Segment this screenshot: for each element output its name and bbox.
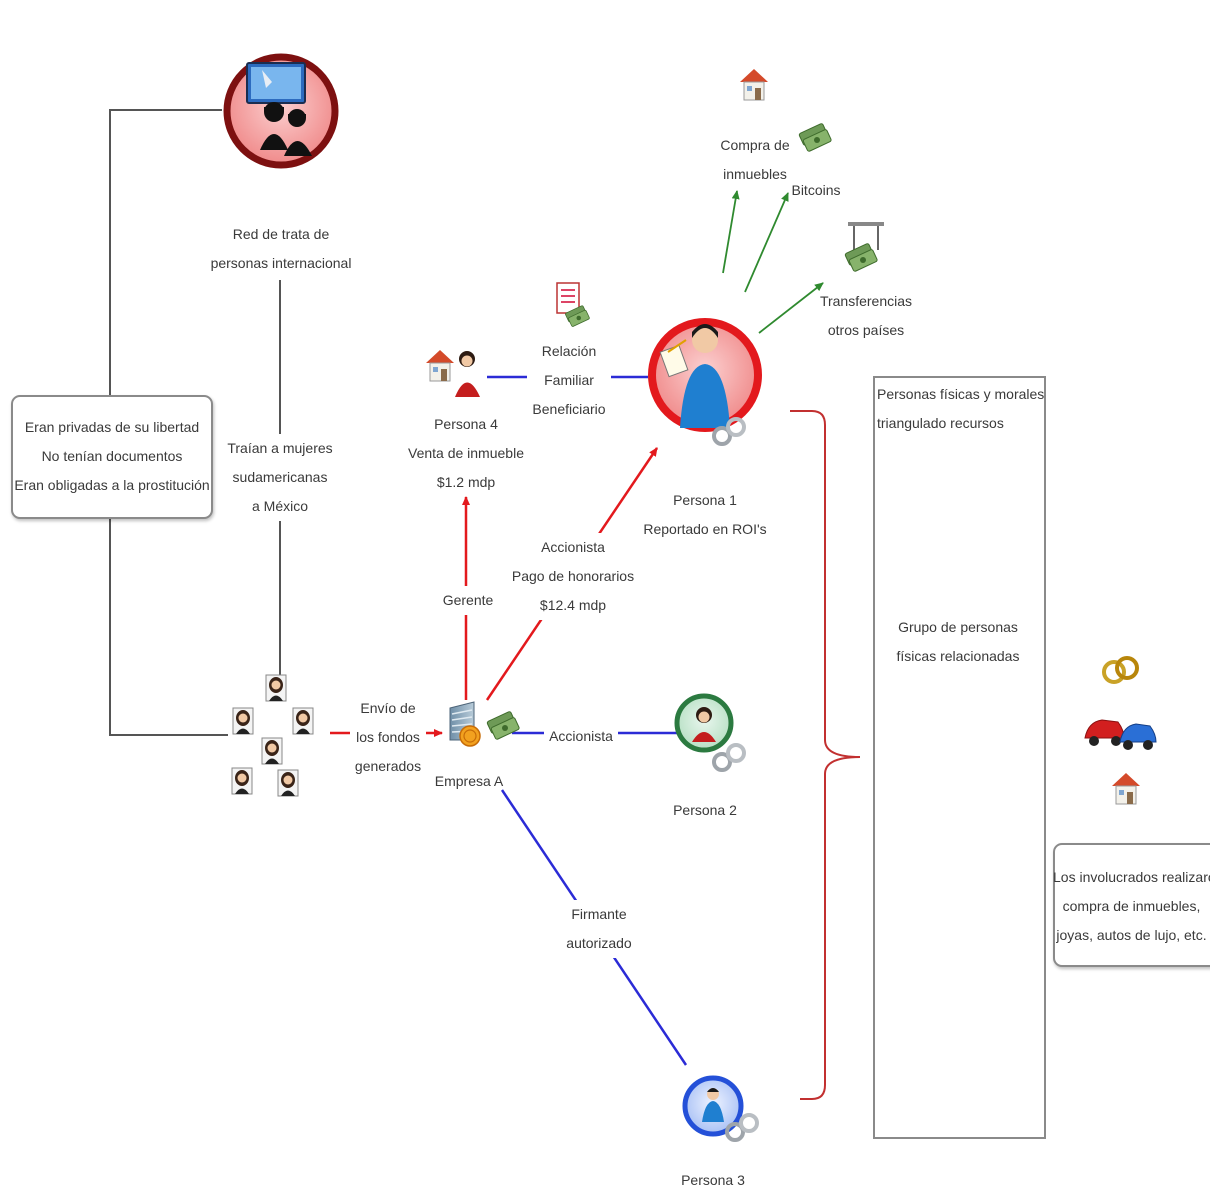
persona3-label: Persona 3	[681, 1172, 745, 1188]
group-box	[873, 376, 1046, 1139]
money-stack-icon-bitcoins	[798, 122, 833, 153]
red-brace	[790, 410, 861, 1100]
women-group-icon	[231, 674, 314, 797]
woman-handcuffs-icon	[692, 707, 746, 772]
edge-persona1-compra	[722, 190, 740, 274]
accionista-label: Accionista	[544, 722, 618, 751]
persona1-node	[648, 318, 762, 446]
gerente-label: Gerente	[438, 586, 498, 615]
house-icon-compra	[739, 68, 769, 101]
rings-icon	[1102, 656, 1139, 684]
persona3-node	[682, 1075, 759, 1142]
edge-persona1-transferencias	[758, 282, 824, 334]
edge-persona1-bitcoins	[744, 192, 789, 293]
cars-icon	[1084, 719, 1157, 750]
hackers-monitor-icon	[246, 62, 312, 156]
empresa-a-label: Empresa A	[434, 773, 504, 789]
money-transfer-icon	[844, 222, 884, 273]
eran-box	[11, 395, 213, 519]
persona2-label: Persona 2	[673, 802, 737, 818]
house-icon-luxury	[1111, 772, 1141, 805]
man-document-handcuffs-icon	[659, 324, 746, 446]
involucrados-box	[1053, 843, 1210, 967]
red-trata-node	[223, 53, 339, 169]
empresa-a-icon	[449, 701, 521, 747]
bitcoins-label: Bitcoins	[791, 182, 841, 198]
persona2-node	[674, 693, 746, 772]
house-woman-icon	[425, 349, 480, 397]
document-money-icon	[556, 282, 591, 328]
man-handcuffs-icon	[702, 1088, 759, 1142]
